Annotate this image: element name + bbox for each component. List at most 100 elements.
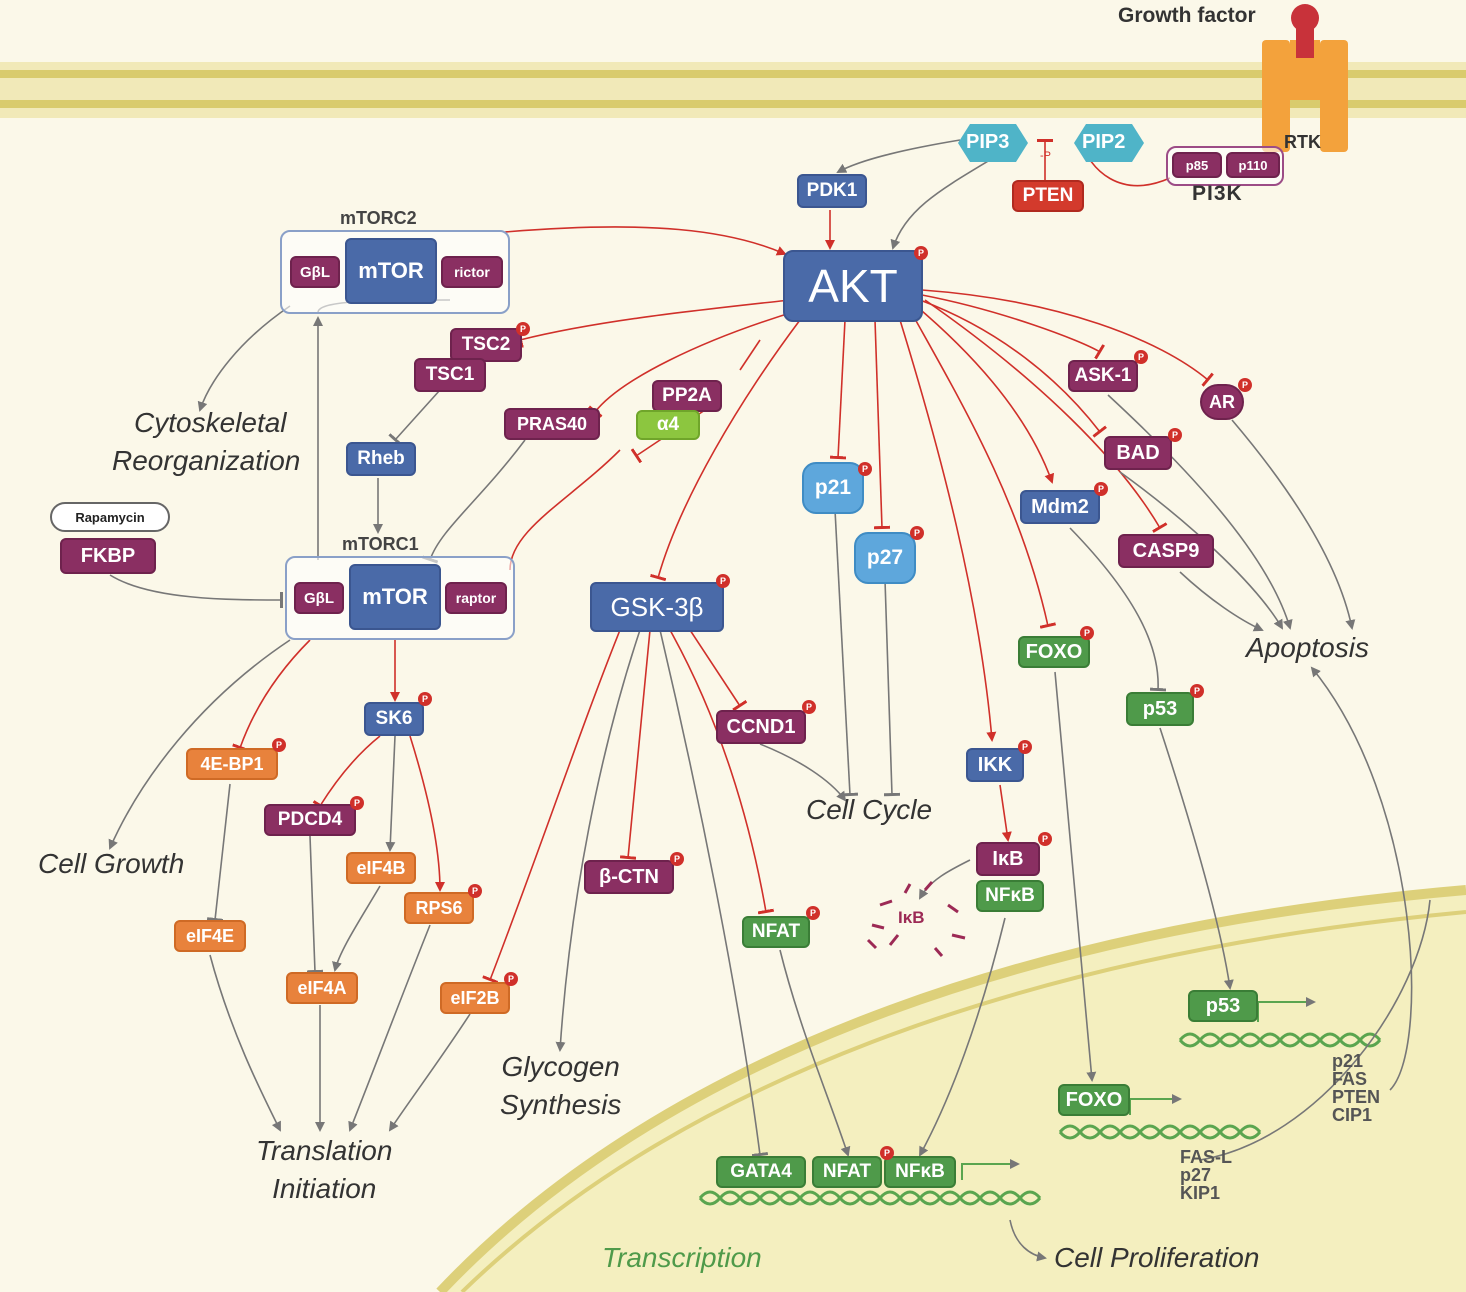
cell-growth-label: Cell Growth [38,848,185,879]
rps6-node: RPS6 [404,892,474,924]
mtorc1-gbl-node: GβL [294,582,344,614]
phospho-marker: P [802,700,816,714]
dephospho-mark: -P [1040,150,1051,162]
pip3-label: PIP3 [966,131,1010,153]
rheb-node: Rheb [346,442,416,476]
rictor-node: rictor [441,256,503,288]
ikb-node: IκB [976,842,1040,876]
p27-node: p27 [854,532,916,584]
eif2b-node: eIF2B [440,982,510,1014]
phospho-marker: P [1190,684,1204,698]
cell-membrane [0,62,1466,118]
foxo-target-gene: p27 [1180,1165,1212,1185]
p53-node: p53 [1126,692,1194,726]
phospho-marker: P [1168,428,1182,442]
nuclear-foxo-node: FOXO [1058,1084,1130,1116]
phospho-marker: P [670,852,684,866]
p53-target-gene: FAS [1332,1069,1368,1089]
nuclear-nfat-node: NFAT [812,1156,882,1188]
phospho-marker: P [914,246,928,260]
phospho-marker: P [1094,482,1108,496]
pdcd4-node: PDCD4 [264,804,356,836]
mtorc2-label: mTORC2 [340,208,417,228]
gsk3b-node: GSK-3β [590,582,724,632]
transcription-arrows [961,997,1316,1180]
p110-node: p110 [1226,152,1280,178]
growth-factor-label: Growth factor [1118,4,1256,27]
outcome-line: Cytoskeletal [134,407,287,438]
eif4e-node: eIF4E [174,920,246,952]
eif4b-node: eIF4B [346,852,416,884]
pi3k-label: PI3K [1192,182,1243,205]
rtk-label: RTK [1284,132,1321,152]
phospho-marker: P [910,526,924,540]
apoptosis-label: Apoptosis [1246,632,1369,663]
outcome-line: Reorganization [112,445,301,476]
p21-node: p21 [802,462,864,514]
casp9-node: CASP9 [1118,534,1214,568]
alpha4-node: α4 [636,410,700,440]
ikk-node: IKK [966,748,1024,782]
cytoskeletal-reorganization-label: Cytoskeletal Reorganization [112,404,300,480]
akt-node: AKT [783,250,923,322]
translation-initiation-label: Translation Initiation [256,1132,392,1208]
mtorc1-mtor-node: mTOR [349,564,441,630]
tsc2-node: TSC2 [450,328,522,362]
mtorc1-label: mTORC1 [342,534,419,554]
outcome-line: Initiation [272,1173,377,1204]
outcome-line: Glycogen [501,1051,620,1082]
foxo-target-gene: KIP1 [1180,1183,1221,1203]
foxo-node: FOXO [1018,636,1090,668]
beta-catenin-node: β-CTN [584,860,674,894]
phospho-marker: P [516,322,530,336]
phospho-marker: P [1018,740,1032,754]
phospho-marker: P [468,884,482,898]
nfat-node: NFAT [742,916,810,948]
sk6-node: SK6 [364,702,424,736]
phospho-marker: P [1238,378,1252,392]
nfkb-node: NFκB [976,880,1044,912]
dna-strands [698,1032,1382,1206]
mtorc2-mtor-node: mTOR [345,238,437,304]
phospho-marker: P [1134,350,1148,364]
p53-target-gene: PTEN [1332,1087,1381,1107]
cell-cycle-label: Cell Cycle [806,794,933,825]
nuclear-nfkb-node: NFκB [884,1156,956,1188]
phospho-marker: P [504,972,518,986]
phospho-marker: P [1038,832,1052,846]
ccnd1-node: CCND1 [716,710,806,744]
mdm2-node: Mdm2 [1020,490,1100,524]
outcome-line: Translation [256,1135,393,1166]
outcome-line: Synthesis [500,1089,622,1120]
ar-node: AR [1200,384,1244,420]
cell-proliferation-label: Cell Proliferation [1054,1242,1260,1273]
phospho-marker: P [418,692,432,706]
transcription-label: Transcription [602,1242,762,1273]
phospho-marker: P [350,796,364,810]
tsc1-node: TSC1 [414,358,486,392]
gata4-node: GATA4 [716,1156,806,1188]
phospho-marker: P [858,462,872,476]
phospho-marker: P [1080,626,1094,640]
4ebp1-node: 4E-BP1 [186,748,278,780]
pten-node: PTEN [1012,180,1084,212]
fkbp-node: FKBP [60,538,156,574]
eif4a-node: eIF4A [286,972,358,1004]
phospho-marker: P [272,738,286,752]
nuclear-p53-node: p53 [1188,990,1258,1022]
ikb-degraded-label: IκB [898,908,925,927]
pdk1-node: PDK1 [797,174,867,208]
mtorc2-gbl-node: GβL [290,256,340,288]
pip3-hexagon [958,124,1028,162]
phospho-marker: P [880,1146,894,1160]
ikb-degradation-fragments [866,881,966,957]
rapamycin-node: Rapamycin [50,502,170,532]
foxo-target-genes: FAS-L p27 KIP1 [1180,1148,1232,1202]
foxo-target-gene: FAS-L [1180,1147,1232,1167]
bad-node: BAD [1104,436,1172,470]
pp2a-node: PP2A [652,380,722,412]
pathway-edges [108,138,1431,1262]
phospho-marker: P [806,906,820,920]
glycogen-synthesis-label: Glycogen Synthesis [500,1048,621,1124]
